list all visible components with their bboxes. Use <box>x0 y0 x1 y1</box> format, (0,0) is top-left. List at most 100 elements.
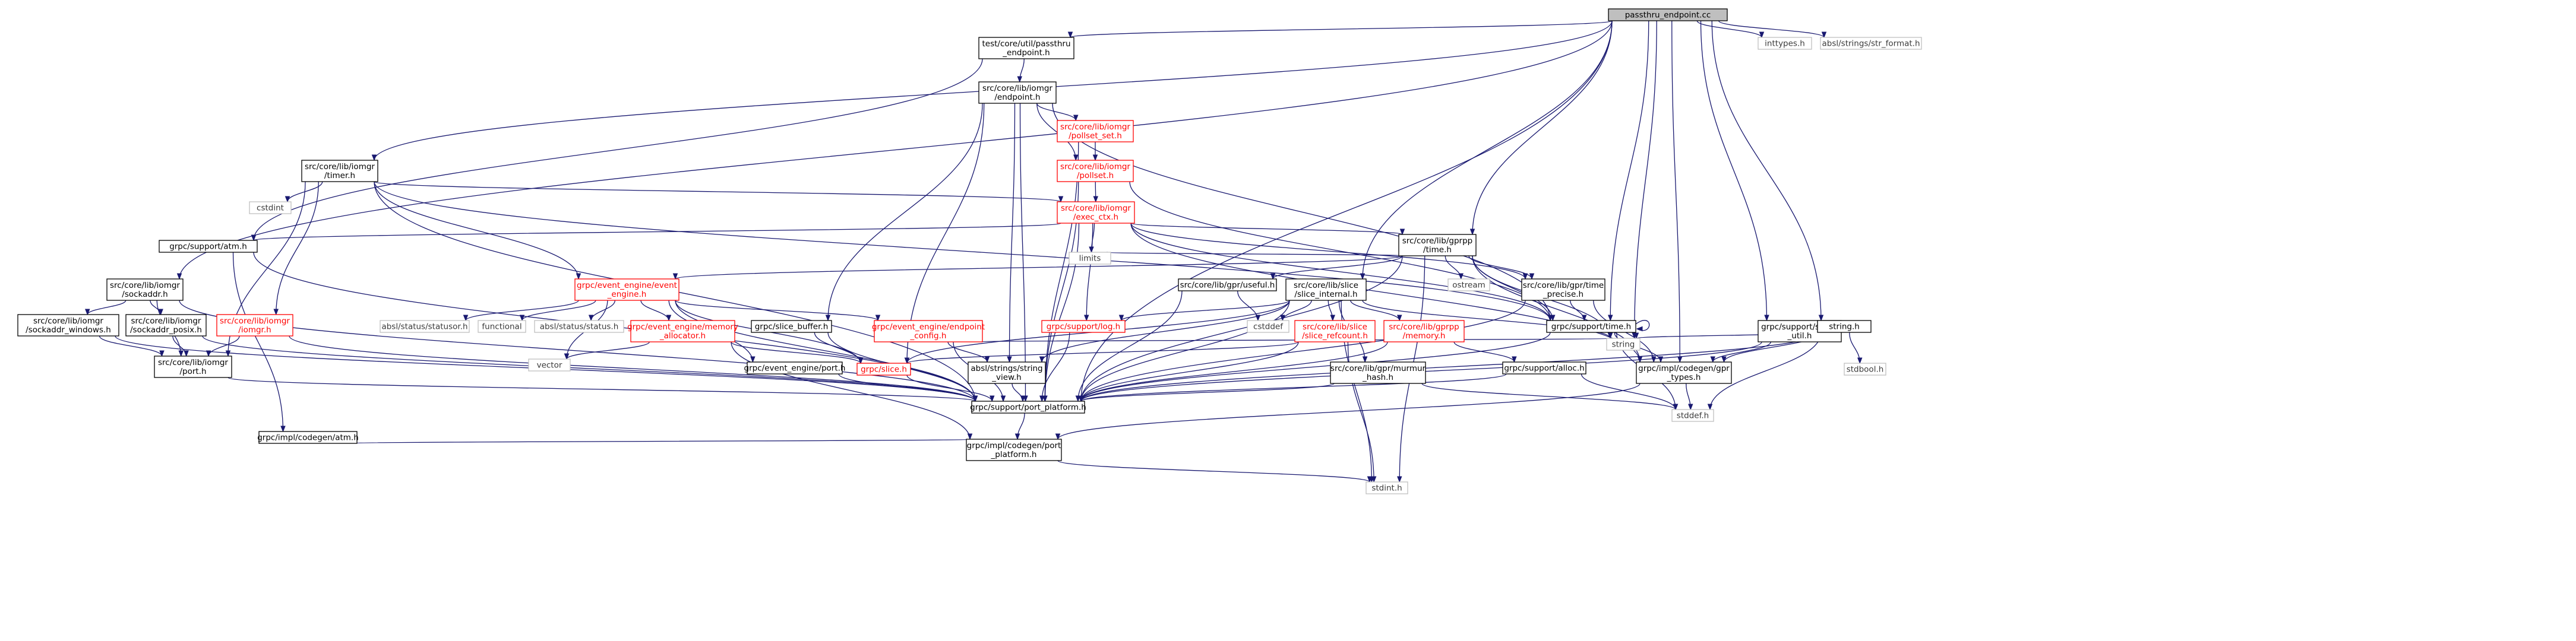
edge-arrowhead <box>672 273 678 280</box>
node-label: /slice_refcount.h <box>1302 331 1368 341</box>
node-iomgr_h[interactable]: src/core/lib/iomgr/iomgr.h <box>216 314 293 337</box>
edge-line <box>1421 383 1676 410</box>
node-gprpp_time[interactable]: src/core/lib/gprpp/time.h <box>1398 234 1477 256</box>
node-label: src/core/lib/gprpp <box>1402 236 1473 246</box>
edge-useful-to-port_platform <box>1075 290 1183 402</box>
edge-timer_h-to-exec_ctx <box>374 181 1064 203</box>
edge-arrowhead <box>875 315 881 322</box>
node-slice_internal[interactable]: src/core/lib/slice/slice_internal.h <box>1285 278 1367 301</box>
node-exec_ctx[interactable]: src/core/lib/iomgr/exec_ctx.h <box>1057 201 1135 224</box>
node-codegen_atm[interactable]: grpc/impl/codegen/atm.h <box>257 431 359 444</box>
edge-line <box>1036 103 1076 161</box>
edge-arrowhead <box>1677 356 1683 363</box>
node-ee_port[interactable]: grpc/event_engine/port.h <box>744 361 846 375</box>
edge-arrowhead <box>1371 476 1377 483</box>
edge-exec_ctx-to-port_platform <box>1042 223 1080 402</box>
node-string_h[interactable]: string.h <box>1817 320 1872 333</box>
edge-arrowhead <box>1075 395 1081 402</box>
node-gpr_types[interactable]: grpc/impl/codegen/gpr_types.h <box>1636 361 1732 384</box>
edge-timer_h-to-support_time <box>374 181 1553 322</box>
edge-arrowhead <box>825 315 831 322</box>
node-murmur[interactable]: src/core/lib/gpr/murmur_hash.h <box>1330 361 1426 384</box>
node-box <box>874 320 983 342</box>
node-label: stddef.h <box>1677 411 1709 421</box>
edge-slice_refcount-to-port_platform <box>1078 341 1299 402</box>
node-mem_alloc[interactable]: grpc/event_engine/memory_allocator.h <box>627 320 738 342</box>
node-status_h: absl/status/status.h <box>534 320 624 333</box>
node-slice_buffer[interactable]: grpc/slice_buffer.h <box>751 320 832 333</box>
edge-line <box>1634 20 1657 339</box>
node-label: src/core/lib/iomgr <box>1060 162 1130 172</box>
node-useful[interactable]: src/core/lib/gpr/useful.h <box>1178 278 1277 291</box>
node-atm_h[interactable]: grpc/support/atm.h <box>159 240 258 253</box>
node-label: stdbool.h <box>1847 365 1884 375</box>
node-sockaddr_win[interactable]: src/core/lib/iomgr/sockaddr_windows.h <box>17 314 119 337</box>
node-box <box>1844 363 1886 376</box>
edge-line <box>1070 20 1613 38</box>
edge-slice_internal-to-slice_refcount <box>1327 300 1335 322</box>
node-label: grpc/support/port_platform.h <box>970 403 1086 412</box>
node-event_engine[interactable]: grpc/event_engine/event_engine.h <box>574 278 679 301</box>
node-sockaddr_posix[interactable]: src/core/lib/iomgr/sockaddr_posix.h <box>125 314 207 337</box>
node-string_view[interactable]: absl/strings/string_view.h <box>968 361 1046 384</box>
node-timer_h[interactable]: src/core/lib/iomgr/timer.h <box>301 160 378 182</box>
node-port_platform[interactable]: grpc/support/port_platform.h <box>970 401 1086 414</box>
node-stddef: stddef.h <box>1671 409 1714 422</box>
node-iomgr_port[interactable]: src/core/lib/iomgr/port.h <box>154 356 232 378</box>
edge-line <box>374 181 1551 321</box>
node-layer: passthru_endpoint.cc test/core/util/passt… <box>17 8 1922 494</box>
node-slice_refcount[interactable]: src/core/lib/slice/slice_refcount.h <box>1294 320 1376 342</box>
node-label: cstdint <box>257 204 284 213</box>
node-label: /timer.h <box>324 171 355 180</box>
node-codegen_port[interactable]: grpc/impl/codegen/port_platform.h <box>966 439 1062 461</box>
node-label: stdint.h <box>1371 484 1402 493</box>
node-pollset_set[interactable]: src/core/lib/iomgr/pollset_set.h <box>1057 120 1134 142</box>
edge-arrowhead <box>1529 273 1535 280</box>
node-sockaddr[interactable]: src/core/lib/iomgr/sockaddr.h <box>106 278 184 301</box>
node-label: absl/strings/string <box>971 364 1042 373</box>
edge-line <box>1130 223 1526 280</box>
node-label: grpc/support/time.h <box>1551 322 1631 332</box>
node-box <box>1606 338 1641 351</box>
edge-arrowhead <box>1469 229 1475 236</box>
edge-root-to-pt_endpoint_h <box>1067 20 1613 39</box>
node-pollset[interactable]: src/core/lib/iomgr/pollset.h <box>1057 160 1134 182</box>
edge-arrowhead <box>1073 154 1079 161</box>
edge-root-to-string <box>1632 20 1657 339</box>
edge-exec_ctx-to-gprpp_time <box>1130 223 1405 236</box>
node-label: /pollset_set.h <box>1069 131 1122 141</box>
node-label: src/core/lib/gpr/time <box>1523 281 1604 290</box>
edge-line <box>1080 332 1822 402</box>
edge-arrowhead <box>1397 315 1402 322</box>
node-pt_endpoint_h[interactable]: test/core/util/passthru_endpoint.h <box>978 37 1074 59</box>
edge-arrowhead <box>904 357 910 364</box>
edge-arrowhead <box>1362 356 1368 363</box>
node-label: inttypes.h <box>1765 39 1805 49</box>
node-log_h[interactable]: grpc/support/log.h <box>1041 320 1126 333</box>
node-time_precise[interactable]: src/core/lib/gpr/time_precise.h <box>1521 278 1605 301</box>
edge-line <box>1041 332 1070 402</box>
node-label: grpc/support/log.h <box>1047 322 1120 332</box>
node-label: src/core/lib/iomgr <box>305 162 375 172</box>
edge-support_time-to-port_platform <box>1078 332 1551 402</box>
node-box <box>966 439 1062 461</box>
node-support_time[interactable]: grpc/support/time.h <box>1546 320 1636 333</box>
node-label: test/core/util/passthru <box>982 39 1070 49</box>
node-ep_config[interactable]: grpc/event_engine/endpoint_config.h <box>872 320 985 342</box>
edge-line <box>1472 20 1613 235</box>
node-alloc_h[interactable]: grpc/support/alloc.h <box>1502 361 1586 375</box>
node-label: src/core/lib/iomgr <box>33 316 103 326</box>
node-inttypes: inttypes.h <box>1758 37 1812 50</box>
node-gprpp_memory[interactable]: src/core/lib/gprpp/memory.h <box>1383 320 1465 342</box>
node-label: /pollset.h <box>1077 171 1114 180</box>
node-cstdint: cstdint <box>249 201 292 214</box>
edge-line <box>253 58 983 241</box>
node-box <box>630 320 735 342</box>
edge-root-to-str_format <box>1718 20 1827 39</box>
node-slice_h[interactable]: grpc/slice.h <box>856 363 911 376</box>
edge-line <box>1044 223 1080 402</box>
node-root[interactable]: passthru_endpoint.cc <box>1608 8 1728 21</box>
node-label: /sockaddr_windows.h <box>26 325 111 335</box>
node-endpoint_h[interactable]: src/core/lib/iomgr/endpoint.h <box>978 81 1057 104</box>
edge-arrowhead <box>280 426 286 433</box>
